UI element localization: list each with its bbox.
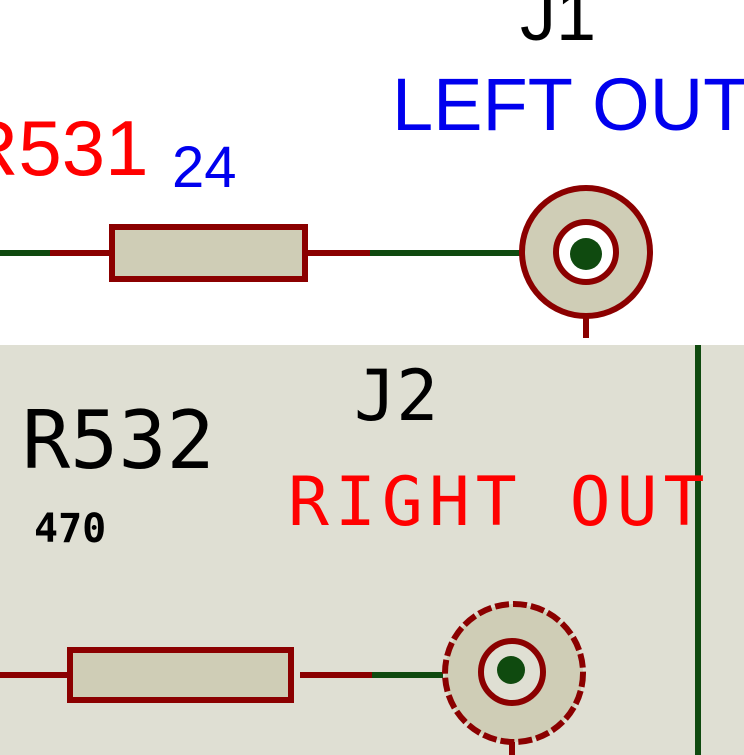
top-circuit: J1 LEFT OUT R531 24 <box>0 0 744 338</box>
jack-center-contact <box>497 656 525 684</box>
jack-j1[interactable] <box>519 185 653 338</box>
resistor-ref-r531: R531 <box>0 104 148 192</box>
resistor-value-r531: 24 <box>172 135 237 200</box>
connector-label-right-out: RIGHT OUT <box>288 463 710 542</box>
connector-ref-j2: J2 <box>354 355 438 437</box>
bottom-circuit: J2 RIGHT OUT R532 470 <box>0 345 710 755</box>
resistor-value-r532: 470 <box>34 506 106 552</box>
resistor-ref-r532: R532 <box>22 394 215 487</box>
jack-j2[interactable] <box>442 601 586 755</box>
resistor-r532-body[interactable] <box>67 647 294 703</box>
resistor-r531-body[interactable] <box>109 224 308 282</box>
connector-ref-j1: J1 <box>520 0 596 56</box>
connector-label-left-out: LEFT OUT <box>392 63 744 146</box>
jack-center-contact <box>570 238 602 270</box>
